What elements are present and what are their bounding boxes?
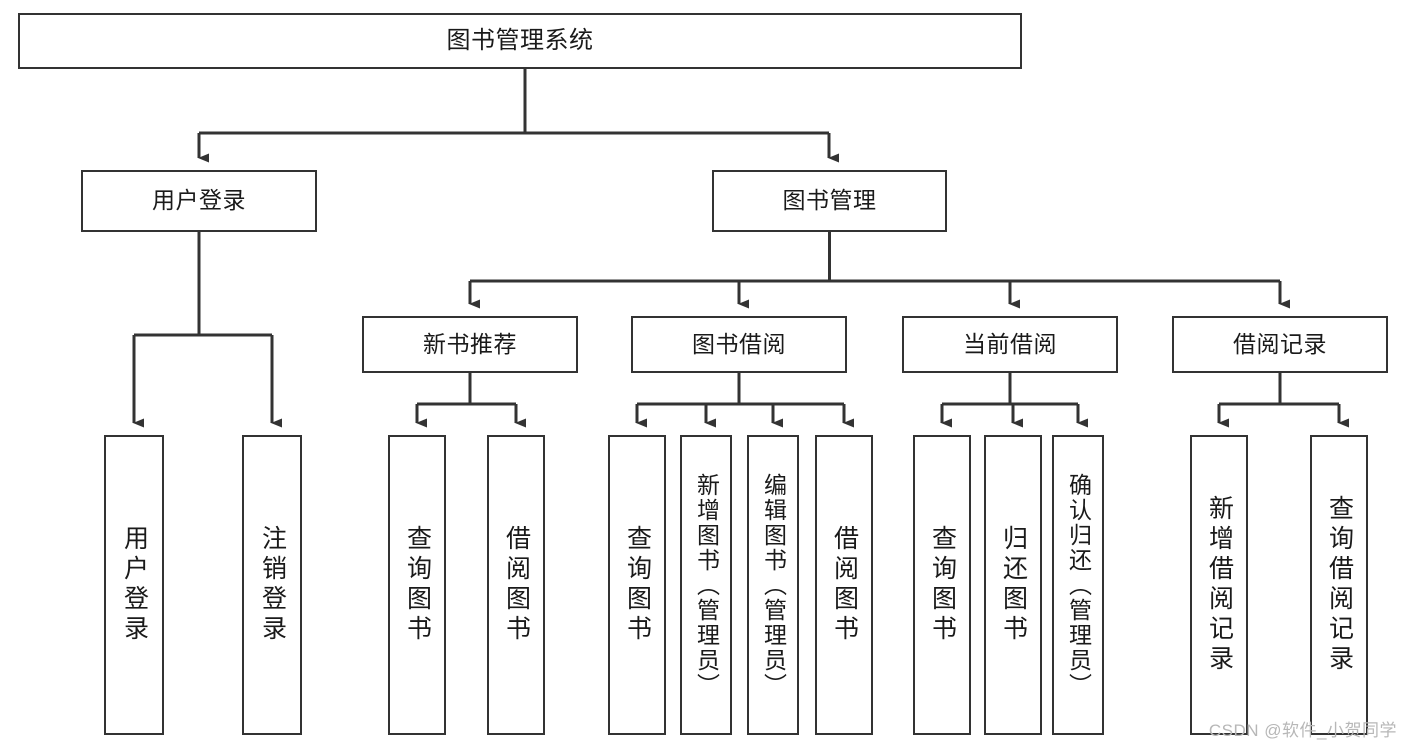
leaf-leaf-add-book-admin[interactable]: 新增图书（管理员） xyxy=(680,435,732,735)
leaf-leaf-return-book[interactable]: 归还图书 xyxy=(984,435,1042,735)
node-label: 用户登录 xyxy=(120,525,149,645)
leaf-leaf-query-book-borrow[interactable]: 查询图书 xyxy=(608,435,666,735)
leaf-leaf-query-book-rec[interactable]: 查询图书 xyxy=(388,435,446,735)
leaf-leaf-user-login[interactable]: 用户登录 xyxy=(104,435,164,735)
node-label: 用户登录 xyxy=(152,187,246,214)
node-label: 图书借阅 xyxy=(692,330,786,357)
leaf-leaf-borrow-book-rec[interactable]: 借阅图书 xyxy=(487,435,545,735)
node-current-borrow[interactable]: 当前借阅 xyxy=(902,316,1118,373)
leaf-leaf-borrow-book[interactable]: 借阅图书 xyxy=(815,435,873,735)
node-label: 确认归还（管理员） xyxy=(1065,472,1092,698)
leaf-leaf-logout-login[interactable]: 注销登录 xyxy=(242,435,302,735)
node-label: 图书管理 xyxy=(782,187,877,214)
watermark-text: CSDN @软件_小贺同学 xyxy=(1208,721,1397,740)
leaf-leaf-query-borrow-record[interactable]: 查询借阅记录 xyxy=(1310,435,1368,735)
node-label: 查询图书 xyxy=(928,525,957,645)
leaf-leaf-query-book-current[interactable]: 查询图书 xyxy=(913,435,971,735)
node-label: 查询图书 xyxy=(403,525,432,645)
node-label: 归还图书 xyxy=(999,525,1028,645)
node-root[interactable]: 图书管理系统 xyxy=(18,13,1022,69)
node-new-book-recommend[interactable]: 新书推荐 xyxy=(362,316,578,373)
leaf-leaf-add-borrow-record[interactable]: 新增借阅记录 xyxy=(1190,435,1248,735)
node-book-management[interactable]: 图书管理 xyxy=(712,170,947,232)
node-label: 新书推荐 xyxy=(423,330,517,357)
node-label: 新增图书（管理员） xyxy=(693,472,720,698)
node-book-borrow[interactable]: 图书借阅 xyxy=(631,316,847,373)
node-label: 当前借阅 xyxy=(963,330,1057,357)
leaf-leaf-edit-book-admin[interactable]: 编辑图书（管理员） xyxy=(747,435,799,735)
node-label: 查询借阅记录 xyxy=(1325,495,1354,675)
node-label: 借阅图书 xyxy=(502,525,531,645)
leaf-leaf-confirm-return-admin[interactable]: 确认归还（管理员） xyxy=(1052,435,1104,735)
node-label: 借阅记录 xyxy=(1233,330,1327,357)
node-user-login[interactable]: 用户登录 xyxy=(81,170,317,232)
node-label: 新增借阅记录 xyxy=(1205,495,1234,675)
node-label: 借阅图书 xyxy=(830,525,859,645)
node-label: 编辑图书（管理员） xyxy=(760,472,787,698)
node-label: 注销登录 xyxy=(258,525,287,645)
connector-lines xyxy=(132,69,1349,428)
node-label: 图书管理系统 xyxy=(446,26,594,54)
node-label: 查询图书 xyxy=(623,525,652,645)
node-borrow-records[interactable]: 借阅记录 xyxy=(1172,316,1388,373)
